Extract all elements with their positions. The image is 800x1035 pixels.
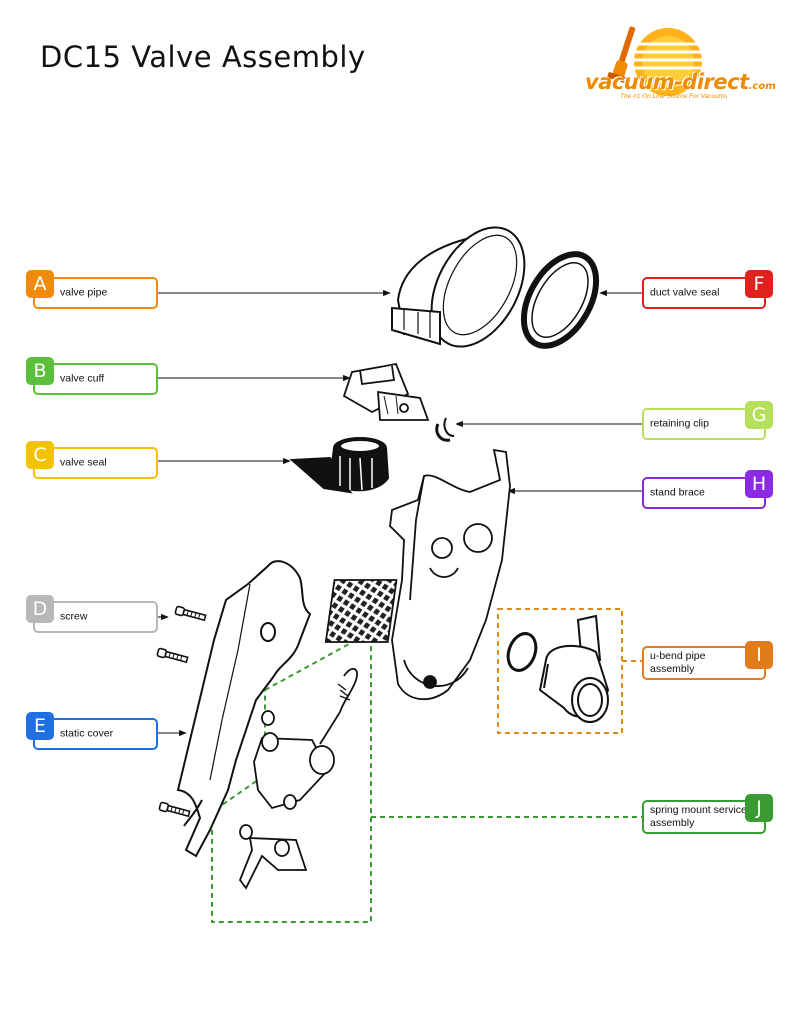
- page-title: DC15 Valve Assembly: [40, 40, 366, 74]
- vacuum-direct-logo: vacuum-direct.com The #1 On Line Source …: [582, 22, 782, 106]
- letter-badge-d: D: [26, 595, 54, 623]
- callout-label: retaining clip: [650, 417, 709, 430]
- letter-badge-a: A: [26, 270, 54, 298]
- callout-label: duct valve seal: [650, 286, 720, 299]
- callout-label: valve cuff: [60, 372, 105, 385]
- duct-valve-seal-part: [520, 251, 600, 349]
- callout-label: screw: [60, 610, 88, 623]
- valve-seal-part: [289, 437, 390, 494]
- letter-badge-c: C: [26, 441, 54, 469]
- spring-mount-part: [238, 667, 358, 890]
- u-bend-pipe-part: [506, 614, 610, 723]
- retaining-clip-part: [435, 417, 455, 442]
- valve-pipe-part: [391, 226, 526, 348]
- logo-suffix: .com: [748, 81, 776, 92]
- letter-badge-j: J: [745, 794, 773, 822]
- static-cover-part: [176, 560, 312, 858]
- group-box-u-bend: [497, 608, 623, 734]
- letter-badge-e: E: [26, 712, 54, 740]
- stand-brace-part: [324, 448, 511, 701]
- logo-sun-icon: [607, 26, 747, 96]
- callout-label: static cover: [60, 727, 114, 740]
- letter-badge-b: B: [26, 357, 54, 385]
- letter-badge-h: H: [745, 470, 773, 498]
- callout-label: stand brace: [650, 486, 705, 499]
- callout-label: u-bend pipe assembly: [650, 650, 706, 675]
- letter-badge-f: F: [745, 270, 773, 298]
- screw-part: [156, 605, 207, 818]
- logo-name: vacuum-direct: [585, 70, 749, 94]
- logo-tagline: The #1 On Line Source For Vacuums: [620, 93, 728, 100]
- letter-badge-g: G: [745, 401, 773, 429]
- callout-label: valve pipe: [60, 286, 108, 299]
- logo-wordmark: vacuum-direct.com: [585, 70, 776, 94]
- letter-badge-i: I: [745, 641, 773, 669]
- callout-label: spring mount service assembly: [650, 804, 747, 829]
- valve-cuff-part: [342, 362, 430, 421]
- callout-label: valve seal: [60, 456, 107, 469]
